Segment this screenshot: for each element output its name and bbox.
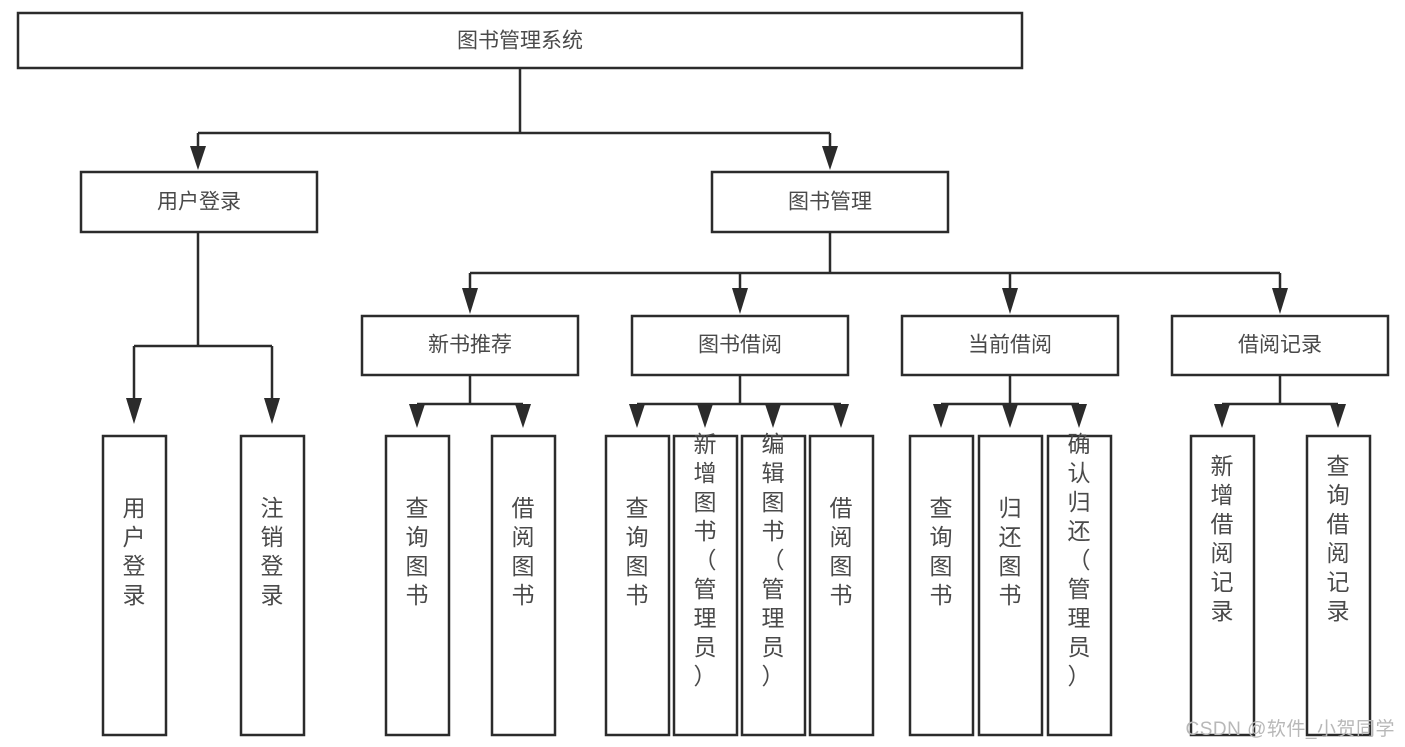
arrow-head-borrow-leaf4: [833, 404, 849, 428]
leaf-new-book-1-box[interactable]: [384, 434, 451, 737]
arrow-head-current-leaf2: [1002, 404, 1018, 428]
leaf-book-borrow-4-box[interactable]: [808, 434, 875, 737]
node-user-login-box[interactable]: [79, 170, 319, 234]
arrow-head-borrow-leaf3: [765, 404, 781, 428]
node-book-borrow[interactable]: 图书借阅: [630, 314, 850, 377]
arrow-head-root-to-login: [190, 146, 206, 170]
leaf-user-login-2[interactable]: 注销登录: [239, 434, 306, 737]
leaf-user-login-2-box[interactable]: [239, 434, 306, 737]
node-borrow-record[interactable]: 借阅记录: [1170, 314, 1390, 377]
arrow-head-current-leaf1: [933, 404, 949, 428]
node-book-borrow-label: 图书借阅: [698, 334, 782, 357]
leaf-book-borrow-2-label: 新增图书（管理员）: [694, 431, 717, 689]
leaf-book-borrow-1-label: 查询图书: [626, 495, 649, 608]
leaf-book-borrow-1[interactable]: 查询图书: [604, 434, 671, 737]
leaf-book-borrow-3-box[interactable]: [740, 434, 807, 737]
leaf-new-book-2-label: 借阅图书: [512, 495, 535, 608]
node-current-borrow-label: 当前借阅: [968, 334, 1052, 357]
leaf-borrow-record-1-box[interactable]: [1189, 434, 1256, 737]
arrow-head-record-leaf2: [1330, 404, 1346, 428]
node-new-book-recommend[interactable]: 新书推荐: [360, 314, 580, 377]
leaf-new-book-2[interactable]: 借阅图书: [490, 434, 557, 737]
leaf-new-book-1[interactable]: 查询图书: [384, 434, 451, 737]
leaf-current-borrow-3-label: 确认归还（管理员）: [1068, 431, 1091, 689]
node-root[interactable]: 图书管理系统: [16, 11, 1024, 70]
leaf-current-borrow-1-box[interactable]: [908, 434, 975, 737]
node-user-login-label: 用户登录: [157, 191, 241, 214]
leaf-book-borrow-3[interactable]: 编辑图书（管理员）: [740, 431, 807, 737]
arrow-head-mgmt-to-current: [1002, 288, 1018, 314]
leaf-borrow-record-1-label: 新增借阅记录: [1211, 453, 1234, 624]
node-book-management-box[interactable]: [710, 170, 950, 234]
leaf-current-borrow-2-box[interactable]: [977, 434, 1044, 737]
arrow-head-new-leaf2: [515, 404, 531, 428]
node-user-login[interactable]: 用户登录: [79, 170, 319, 234]
node-root-box[interactable]: [16, 11, 1024, 70]
leaf-book-borrow-3-label: 编辑图书（管理员）: [762, 431, 785, 689]
node-new-book-recommend-label: 新书推荐: [428, 334, 512, 357]
node-borrow-record-box[interactable]: [1170, 314, 1390, 377]
node-current-borrow[interactable]: 当前借阅: [900, 314, 1120, 377]
leaf-book-borrow-4[interactable]: 借阅图书: [808, 434, 875, 737]
node-borrow-record-label: 借阅记录: [1238, 334, 1322, 357]
leaf-current-borrow-1-label: 查询图书: [930, 495, 953, 608]
leaf-current-borrow-3-box[interactable]: [1046, 434, 1113, 737]
leaf-current-borrow-1[interactable]: 查询图书: [908, 434, 975, 737]
leaf-borrow-record-1[interactable]: 新增借阅记录: [1189, 434, 1256, 737]
leaf-book-borrow-4-label: 借阅图书: [830, 495, 853, 608]
leaf-user-login-1-box[interactable]: [101, 434, 168, 737]
leaf-book-borrow-1-box[interactable]: [604, 434, 671, 737]
node-book-management[interactable]: 图书管理: [710, 170, 950, 234]
leaf-current-borrow-2[interactable]: 归还图书: [977, 434, 1044, 737]
arrow-head-root-to-mgmt: [822, 146, 838, 170]
leaf-borrow-record-2-box[interactable]: [1305, 434, 1372, 737]
node-book-borrow-box[interactable]: [630, 314, 850, 377]
arrow-head-mgmt-to-borrow: [732, 288, 748, 314]
leaf-user-login-1-label: 用户登录: [123, 495, 146, 608]
leaf-book-borrow-2-box[interactable]: [672, 434, 739, 737]
arrow-head-record-leaf1: [1214, 404, 1230, 428]
leaf-user-login-1[interactable]: 用户登录: [101, 434, 168, 737]
leaf-new-book-2-box[interactable]: [490, 434, 557, 737]
arrow-head-new-leaf1: [409, 404, 425, 428]
leaf-new-book-1-label: 查询图书: [406, 495, 429, 608]
arrow-head-mgmt-to-record: [1272, 288, 1288, 314]
connector-group: [126, 68, 1346, 428]
node-new-book-recommend-box[interactable]: [360, 314, 580, 377]
leaf-current-borrow-3[interactable]: 确认归还（管理员）: [1046, 431, 1113, 737]
arrow-head-login-leaf2: [264, 398, 280, 424]
leaf-book-borrow-2[interactable]: 新增图书（管理员）: [672, 431, 739, 737]
node-book-management-label: 图书管理: [788, 191, 872, 214]
arrow-head-borrow-leaf1: [629, 404, 645, 428]
node-root-label: 图书管理系统: [457, 30, 583, 53]
leaf-current-borrow-2-label: 归还图书: [999, 495, 1022, 608]
leaf-borrow-record-2[interactable]: 查询借阅记录: [1305, 434, 1372, 737]
arrow-head-login-leaf1: [126, 398, 142, 424]
arrow-head-borrow-leaf2: [697, 404, 713, 428]
leaf-borrow-record-2-label: 查询借阅记录: [1327, 453, 1350, 624]
arrow-head-mgmt-to-new: [462, 288, 478, 314]
arrow-head-current-leaf3: [1071, 404, 1087, 428]
node-current-borrow-box[interactable]: [900, 314, 1120, 377]
leaf-user-login-2-label: 注销登录: [261, 495, 284, 608]
